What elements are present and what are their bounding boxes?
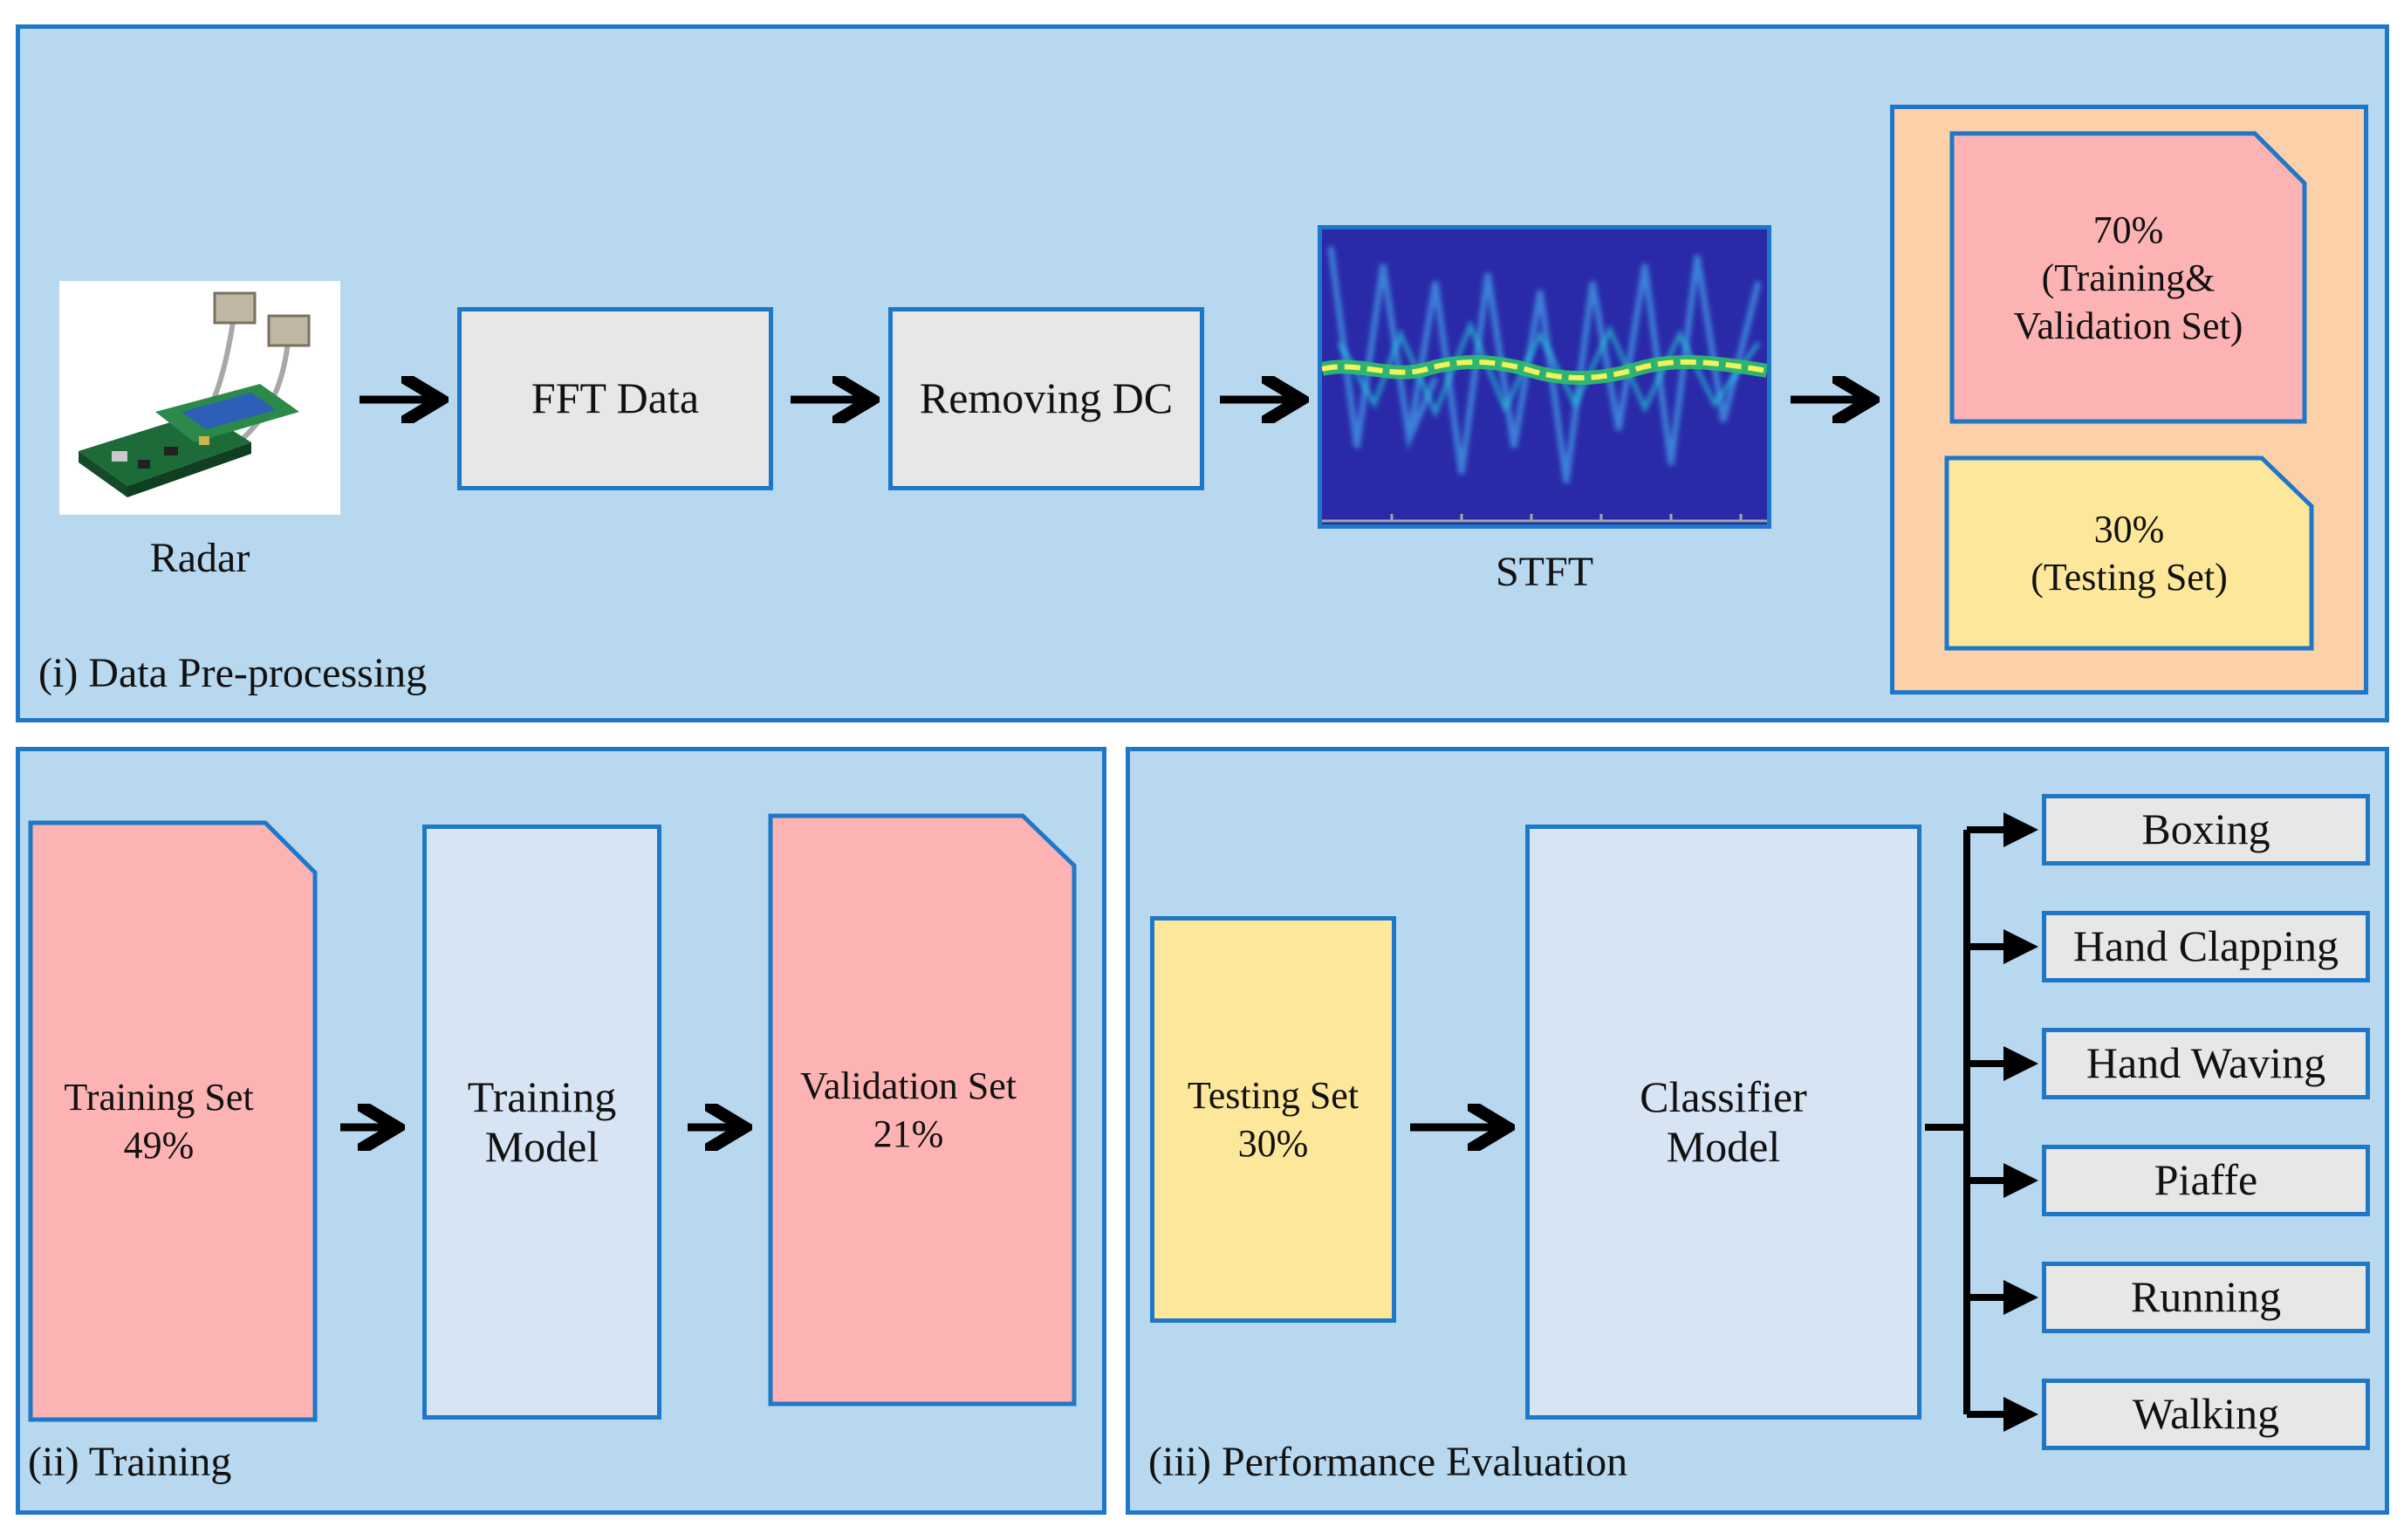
- testing-split-doc: [1944, 455, 2314, 651]
- training-model-label: Training Model: [467, 1071, 617, 1172]
- fft-data-label: FFT Data: [531, 373, 700, 423]
- training-model-box: Training Model: [422, 825, 661, 1420]
- class-walking: Walking: [2042, 1379, 2370, 1450]
- class-hand-waving-label: Hand Waving: [2086, 1038, 2326, 1088]
- radar-caption: Radar: [149, 535, 250, 581]
- training-validation-split-label: 70% (Training& Validation Set): [2013, 208, 2243, 347]
- class-running: Running: [2042, 1262, 2370, 1333]
- fft-data-box: FFT Data: [457, 307, 773, 490]
- training-validation-split-doc: [1949, 131, 2307, 424]
- classifier-model-box: Classifier Model: [1525, 825, 1921, 1420]
- class-piaffe-label: Piaffe: [2154, 1155, 2258, 1205]
- spectrogram-image: [1320, 246, 1769, 523]
- training-set-label: Training Set 49%: [64, 1076, 254, 1167]
- class-piaffe: Piaffe: [2042, 1145, 2370, 1216]
- classifier-model-label: Classifier Model: [1640, 1071, 1807, 1172]
- radar-image: [59, 281, 340, 515]
- testing-set-label: Testing Set 30%: [1187, 1074, 1360, 1165]
- testing-set-box: Testing Set 30%: [1150, 916, 1396, 1323]
- class-hand-clapping: Hand Clapping: [2042, 911, 2370, 982]
- class-boxing: Boxing: [2042, 794, 2370, 866]
- class-boxing-label: Boxing: [2141, 804, 2270, 854]
- class-hand-clapping-label: Hand Clapping: [2072, 921, 2339, 971]
- radar-board-icon: [79, 291, 311, 497]
- training-set-doc: [28, 820, 318, 1422]
- class-running-label: Running: [2130, 1272, 2282, 1322]
- validation-set-doc: [768, 813, 1077, 1407]
- testing-split-label: 30% (Testing Set): [2031, 508, 2228, 599]
- removing-dc-label: Removing DC: [919, 373, 1174, 423]
- panel-label-training: (ii) Training: [28, 1439, 232, 1485]
- stft-spectrogram: [1318, 225, 1771, 529]
- class-hand-waving: Hand Waving: [2042, 1028, 2370, 1099]
- class-walking-label: Walking: [2132, 1389, 2280, 1439]
- panel-label-preprocessing: (i) Data Pre-processing: [38, 650, 428, 696]
- panel-label-evaluation: (iii) Performance Evaluation: [1148, 1439, 1628, 1485]
- stft-caption: STFT: [1495, 549, 1594, 595]
- removing-dc-box: Removing DC: [888, 307, 1204, 490]
- validation-set-label: Validation Set 21%: [799, 1064, 1017, 1155]
